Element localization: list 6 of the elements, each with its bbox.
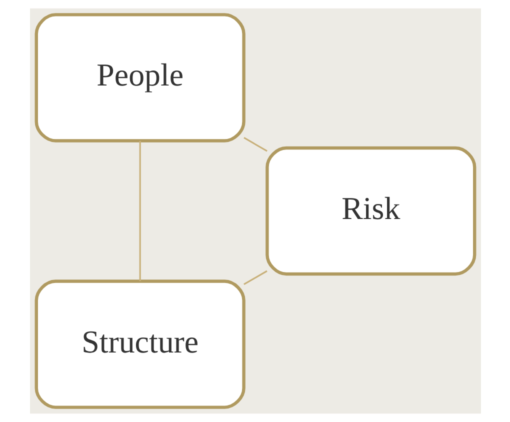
connector [243, 137, 267, 152]
node-box: Structure [34, 280, 245, 409]
node-box: People [34, 13, 245, 142]
node-box: Risk [265, 146, 476, 276]
connector [243, 270, 267, 285]
connector [138, 140, 140, 282]
